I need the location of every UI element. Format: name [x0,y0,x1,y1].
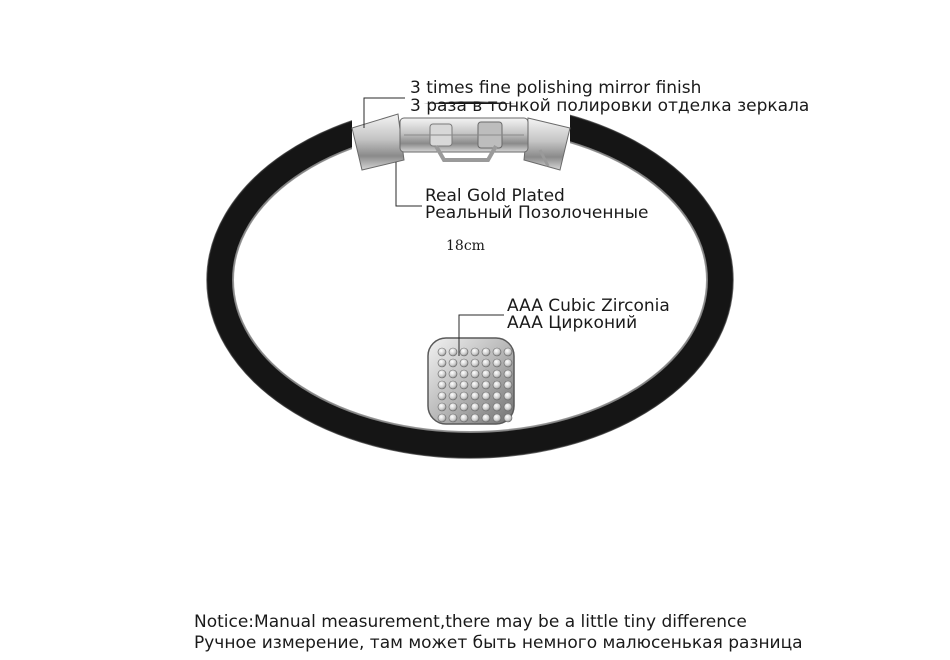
zirconia-stone [437,369,447,379]
zirconia-stone [503,369,513,379]
zirconia-stone [492,413,502,423]
length-label: 18cm [446,238,485,254]
zirconia-stone [503,358,513,368]
zirconia-stone [503,380,513,390]
zirconia-stone [481,413,491,423]
clasp-finish-label-en: 3 times fine polishing mirror finish [410,78,702,98]
zirconia-stone [470,413,480,423]
zirconia-stone [437,380,447,390]
zirconia-stone [437,347,447,357]
zirconia-stone [448,391,458,401]
zirconia-stone [448,369,458,379]
zirconia-stone [492,402,502,412]
zirconia-stone [459,380,469,390]
zirconia-stone [437,402,447,412]
zirconia-label-en: AAA Cubic Zirconia [507,296,670,316]
zirconia-stone [481,358,491,368]
zirconia-stone [459,358,469,368]
zirconia-stone [437,391,447,401]
zirconia-stone [448,380,458,390]
zirconia-stone [481,369,491,379]
gold-plated-label-en: Real Gold Plated [425,186,565,206]
zirconia-stone [470,347,480,357]
clasp [351,113,571,171]
zirconia-stone [459,391,469,401]
zirconia-stone [503,413,513,423]
zirconia-stone [470,402,480,412]
zirconia-charm [427,337,515,425]
zirconia-stone [481,402,491,412]
notice-text-en: Notice:Manual measurement,there may be a… [194,612,747,632]
zirconia-stone [437,358,447,368]
zirconia-stone [503,347,513,357]
zirconia-stone [481,380,491,390]
zirconia-stone [448,413,458,423]
zirconia-stone [470,358,480,368]
zirconia-stone [459,347,469,357]
zirconia-stone [470,380,480,390]
zirconia-stone [492,369,502,379]
zirconia-stone [503,402,513,412]
clasp-finish-label-ru: 3 раза в тонкой полировки отделка зеркал… [410,96,810,116]
callout-lines [363,97,504,356]
gold-plated-label-ru: Реальный Позолоченные [425,203,649,223]
zirconia-stone [448,347,458,357]
zirconia-stone [481,391,491,401]
zirconia-stone [470,391,480,401]
zirconia-stone [503,391,513,401]
zirconia-label-ru: AAA Цирконий [507,313,638,333]
zirconia-stone [459,413,469,423]
zirconia-stone [448,358,458,368]
zirconia-stone [459,369,469,379]
zirconia-stone [492,347,502,357]
notice-text-ru: Ручное измерение, там может быть немного… [194,633,803,653]
zirconia-stone [459,402,469,412]
zirconia-stone [492,358,502,368]
zirconia-stone [470,369,480,379]
zirconia-stone [481,347,491,357]
zirconia-stone [448,402,458,412]
zirconia-stone [492,391,502,401]
zirconia-stone [492,380,502,390]
zirconia-stone [437,413,447,423]
